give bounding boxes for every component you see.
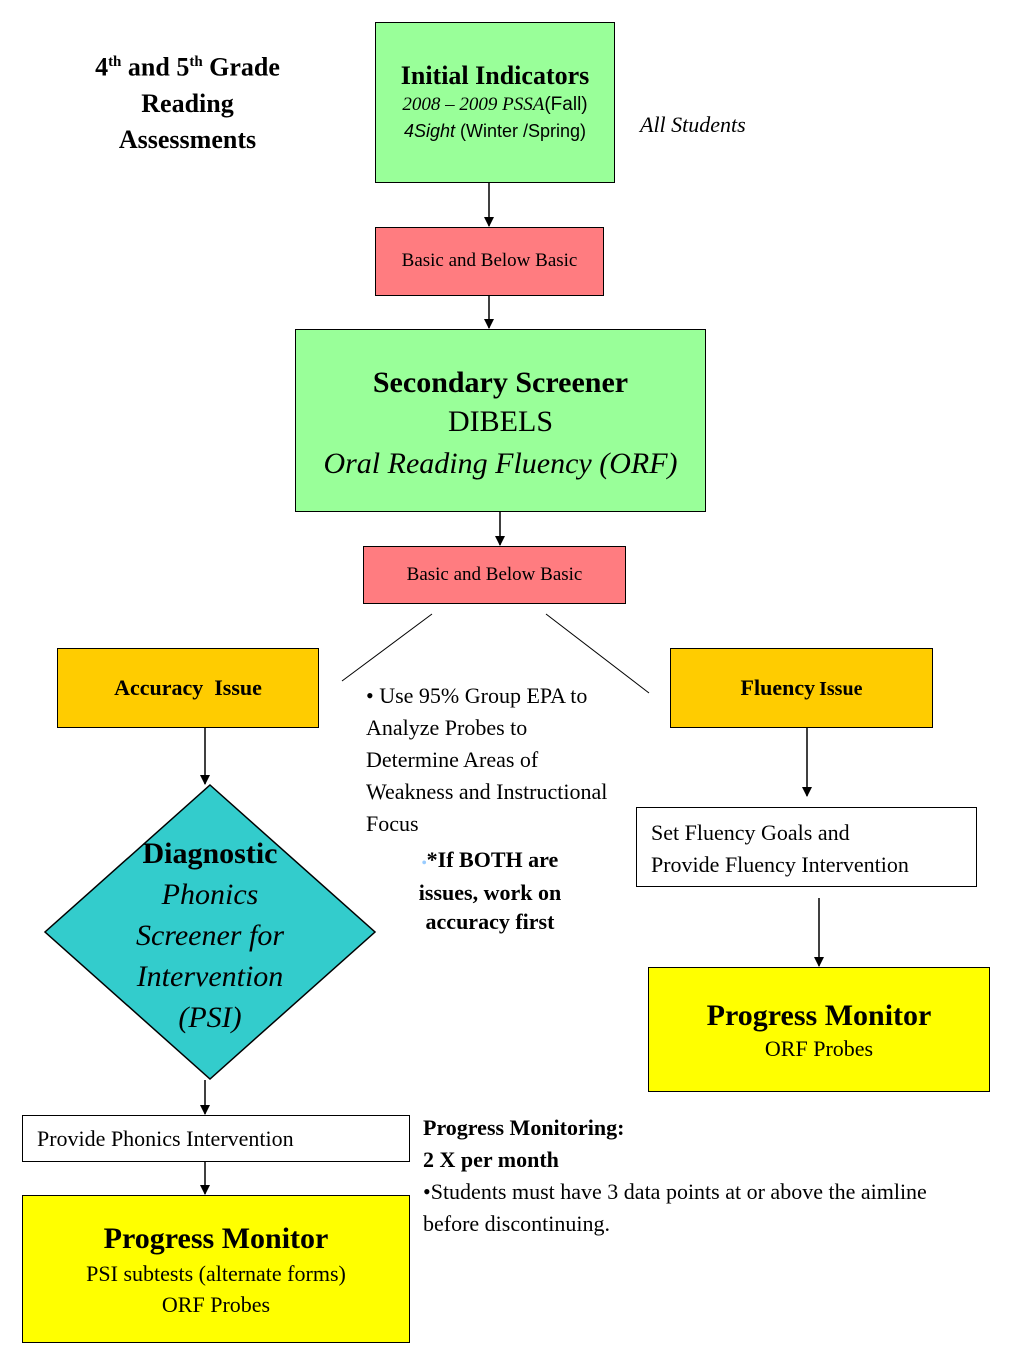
4sight-line: 4Sight (Winter /Spring) [403, 121, 587, 141]
fluency-goals-box: Set Fluency Goals and Provide Fluency In… [636, 807, 977, 887]
initial-indicators-box: Initial Indicators 2008 – 2009 PSSA(Fall… [375, 22, 615, 183]
all-students-label: All Students [640, 112, 746, 137]
secondary-screener-heading: Secondary Screener [372, 366, 629, 399]
title-line-2: Reading [141, 88, 234, 118]
secondary-screener-box: Secondary Screener DIBELS Oral Reading F… [295, 329, 706, 512]
orf-probes-right: ORF Probes [764, 1036, 874, 1061]
dibels-label: DIBELS [448, 405, 553, 438]
progress-monitoring-note: Progress Monitoring: 2 X per month •Stud… [423, 1115, 927, 1236]
diagnostic-diamond-shape [43, 783, 377, 1081]
psi-subtests-label: PSI subtests (alternate forms) [86, 1261, 346, 1286]
progress-monitor-right-box: Progress Monitor ORF Probes [648, 967, 990, 1092]
basic-below-basic-label-2: Basic and Below Basic [406, 564, 583, 585]
progress-monitor-left-box: Progress Monitor PSI subtests (alternate… [22, 1195, 410, 1343]
title-line-3: Assessments [118, 124, 257, 154]
initial-indicators-heading: Initial Indicators [400, 61, 590, 90]
fluency-issue-box: Fluency Issue [670, 648, 933, 728]
accuracy-issue-box: Accuracy Issue [57, 648, 319, 728]
basic-below-basic-label-1: Basic and Below Basic [401, 250, 578, 271]
title-line-1: 4th and 5th Grade [95, 52, 280, 82]
progress-monitor-right-heading: Progress Monitor [706, 999, 932, 1032]
phonics-intervention-box: Provide Phonics Intervention [22, 1115, 410, 1162]
pssa-line: 2008 – 2009 PSSA(Fall) [402, 94, 588, 115]
basic-below-basic-box-1: Basic and Below Basic [375, 227, 604, 296]
both-issues-note: •*If BOTH are issues, work on accuracy f… [418, 847, 562, 934]
diagnostic-diamond: Diagnostic Phonics Screener for Interven… [80, 833, 340, 1038]
orf-probes-left: ORF Probes [161, 1292, 271, 1317]
page-title: 4th and 5th Grade Reading Assessments [60, 44, 315, 158]
diagnostic-heading: Diagnostic [142, 837, 278, 870]
progress-monitor-left-heading: Progress Monitor [103, 1222, 329, 1255]
epa-instruction-text: • Use 95% Group EPA to Analyze Probes to… [366, 683, 608, 836]
branch-line-left [341, 613, 433, 682]
orf-label: Oral Reading Fluency (ORF) [323, 447, 678, 480]
branch-line-right [545, 613, 650, 694]
basic-below-basic-box-2: Basic and Below Basic [363, 546, 626, 604]
